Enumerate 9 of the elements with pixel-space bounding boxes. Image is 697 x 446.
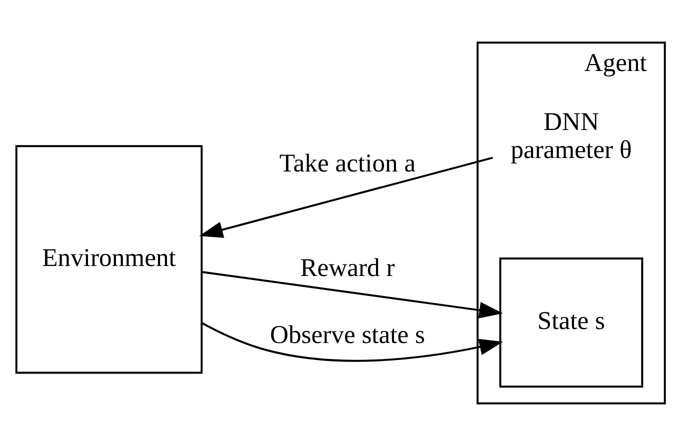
edge-label: Reward r: [300, 253, 395, 282]
arrow: [202, 271, 503, 318]
edge-label: Observe state s: [270, 320, 426, 350]
node-box: Environment: [15, 145, 203, 374]
node-box: State s: [499, 258, 644, 388]
node-text: DNN parameter θ: [510, 107, 632, 164]
arrow: [199, 156, 494, 238]
arrow: [202, 322, 504, 362]
edge-label: Take action a: [279, 148, 416, 178]
